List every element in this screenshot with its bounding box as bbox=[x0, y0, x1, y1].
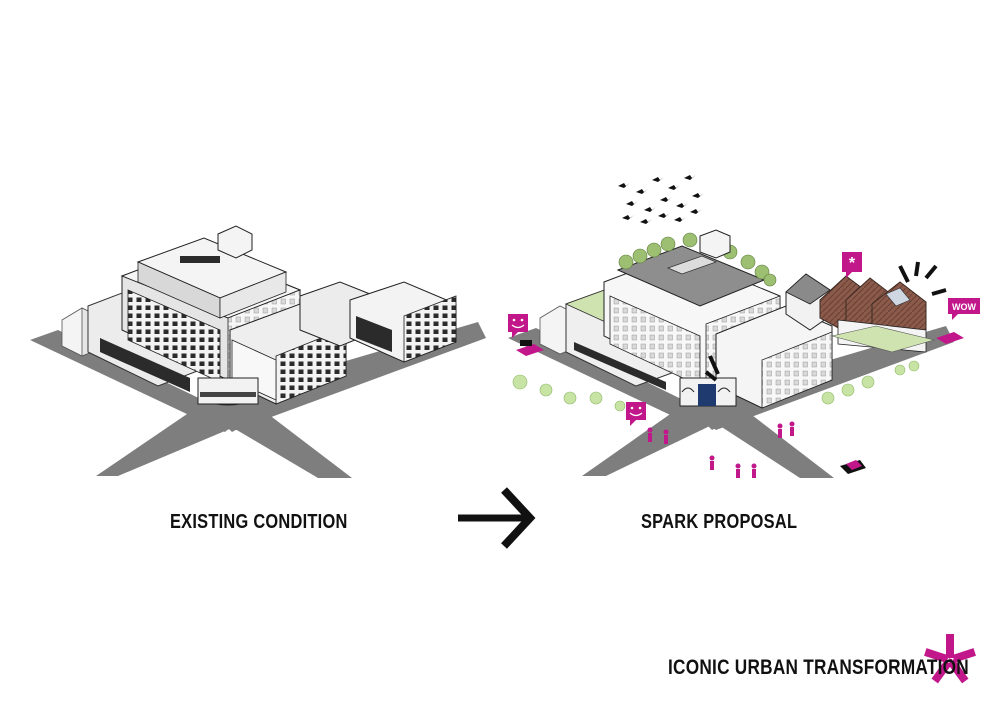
wow-badge: WOW bbox=[948, 298, 980, 320]
existing-condition-label: EXISTING CONDITION bbox=[170, 511, 348, 533]
wow-badge-text: WOW bbox=[952, 302, 976, 312]
bird-flock-icon bbox=[618, 175, 704, 224]
svg-text:*: * bbox=[849, 255, 856, 272]
arrow-right-icon bbox=[458, 487, 536, 549]
footer-title: ICONIC URBAN TRANSFORMATION bbox=[668, 656, 969, 679]
logo-mark-text: 47 bbox=[946, 658, 954, 665]
spark-proposal-illustration: * WOW bbox=[508, 175, 980, 478]
car-icon bbox=[516, 332, 964, 474]
burst-lines bbox=[704, 261, 947, 382]
asterisk-logo-icon: 47 bbox=[924, 634, 976, 684]
road-network-proposal bbox=[508, 326, 954, 478]
existing-condition-illustration bbox=[30, 225, 486, 478]
spark-proposal-label: SPARK PROPOSAL bbox=[641, 511, 798, 533]
smiley-icon bbox=[508, 314, 528, 338]
person-icon bbox=[647, 421, 795, 478]
smiley-icon bbox=[626, 402, 646, 426]
street-trees bbox=[512, 360, 920, 412]
existing-buildings bbox=[61, 225, 457, 406]
proposal-buildings bbox=[539, 229, 936, 409]
star-icon: * bbox=[842, 252, 862, 278]
